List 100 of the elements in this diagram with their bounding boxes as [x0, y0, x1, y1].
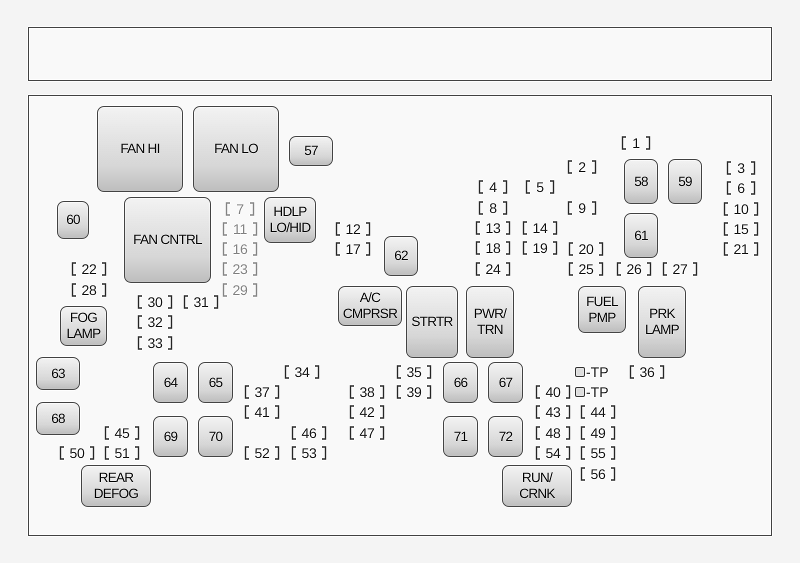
fuse-number: 48: [546, 426, 560, 440]
relay-label: PRK LAMP: [644, 306, 680, 338]
relay-box: [36, 357, 80, 390]
fuse-number: 22: [82, 262, 96, 276]
fuse-number: 9: [578, 201, 586, 215]
fuse-number: 5: [536, 180, 544, 194]
relay-box: [624, 213, 658, 258]
fuse-slot: [567, 159, 597, 175]
relay-label: 69: [164, 428, 178, 444]
fuse-number: 45: [114, 426, 130, 440]
fuse-number: 18: [486, 241, 500, 255]
relay-box: [443, 362, 478, 403]
fuse-number: 28: [82, 283, 96, 297]
relay-box: [193, 106, 279, 192]
relay-box: [624, 159, 658, 204]
fuse-slot: [567, 200, 597, 216]
relay-label: 61: [634, 228, 648, 244]
relay-box: [198, 416, 233, 457]
fuse-slot: [525, 179, 555, 195]
relay-box: [488, 416, 523, 457]
fuse-number: 12: [346, 222, 360, 236]
fuse-slot: [535, 404, 571, 420]
relay-label: 72: [498, 428, 512, 444]
fuse-number: 30: [148, 295, 162, 309]
fuse-slot: [59, 445, 95, 461]
relay-box: [36, 402, 80, 435]
fuse-slot: [662, 261, 698, 277]
relay-label: 65: [208, 374, 222, 390]
fuse-number: 19: [532, 241, 548, 255]
fuse-slot: [478, 200, 508, 216]
fuse-slot: [137, 294, 173, 310]
fuse-number: 51: [114, 446, 130, 460]
fuse-slot: [335, 241, 371, 257]
fuse-slot: [291, 425, 327, 441]
relay-box: [57, 201, 89, 239]
fuse-number: 26: [626, 262, 642, 276]
fuse-number: 35: [406, 365, 422, 379]
fuse-slot: [535, 425, 571, 441]
fuse-number: 4: [489, 180, 497, 194]
fuse-slot: [335, 221, 371, 237]
fuse-number: 16: [232, 242, 248, 256]
fuse-number: 52: [254, 446, 270, 460]
fuse-number: 15: [734, 222, 748, 236]
fuse-slot: [396, 384, 432, 400]
fuse-slot: [568, 241, 604, 257]
relay-label: FAN LO: [214, 141, 258, 157]
relay-label: FAN HI: [120, 141, 160, 157]
relay-label: 59: [678, 174, 692, 190]
relay-box: [406, 286, 458, 358]
relay-label: FAN CNTRL: [133, 232, 202, 248]
relay-label: STRTR: [411, 314, 453, 330]
fuse-number: 14: [532, 221, 548, 235]
fuse-number: 2: [578, 160, 586, 174]
fuse-number: 6: [737, 181, 745, 195]
fuse-number: 10: [734, 202, 748, 216]
fuse-number: 21: [734, 242, 748, 256]
fuse-slot: [137, 314, 173, 330]
fuse-slot: [621, 135, 651, 151]
fuse-number: 3: [737, 161, 745, 175]
relay-box: [638, 286, 686, 358]
fuse-number: 24: [486, 262, 500, 276]
fuse-number: 7: [236, 202, 244, 216]
fuse-number: 53: [302, 446, 316, 460]
relay-label: 62: [394, 248, 408, 264]
test-point-label: -TP: [586, 385, 609, 399]
relay-label: PWR/ TRN: [472, 306, 508, 338]
fuse-slot: [222, 282, 258, 298]
fuse-slot: [726, 180, 756, 196]
relay-box: [578, 286, 626, 333]
relay-label: 71: [454, 428, 468, 444]
fuse-number: 1: [632, 136, 640, 150]
relay-label: 70: [208, 428, 222, 444]
fuse-number: 23: [232, 262, 248, 276]
fuse-slot: [723, 201, 759, 217]
fuse-number: 54: [546, 446, 560, 460]
fuse-number: 40: [546, 385, 560, 399]
fuse-slot: [104, 425, 140, 441]
fuse-number: 38: [360, 385, 374, 399]
fuse-number: 49: [590, 426, 606, 440]
fuse-slot: [475, 240, 511, 256]
fuse-number: 29: [232, 283, 248, 297]
fuse-number: 47: [360, 426, 374, 440]
fuse-number: 31: [194, 295, 208, 309]
relay-box: [466, 286, 514, 358]
fuse-slot: [284, 364, 320, 380]
fuse-slot: [535, 445, 571, 461]
fuse-number: 44: [590, 405, 606, 419]
fuse-number: 50: [70, 446, 84, 460]
fuse-number: 55: [590, 446, 606, 460]
relay-label: 64: [164, 374, 178, 390]
relay-label: A/C CMPRSR: [342, 290, 398, 322]
fuse-slot: [580, 425, 616, 441]
relay-box: [289, 136, 333, 166]
fuse-number: 8: [489, 201, 497, 215]
fuse-number: 39: [406, 385, 422, 399]
relay-box: [81, 465, 151, 507]
fuse-number: 25: [578, 262, 594, 276]
relay-box: [97, 106, 183, 192]
relay-label: 57: [304, 143, 318, 159]
fuse-slot: [244, 404, 280, 420]
